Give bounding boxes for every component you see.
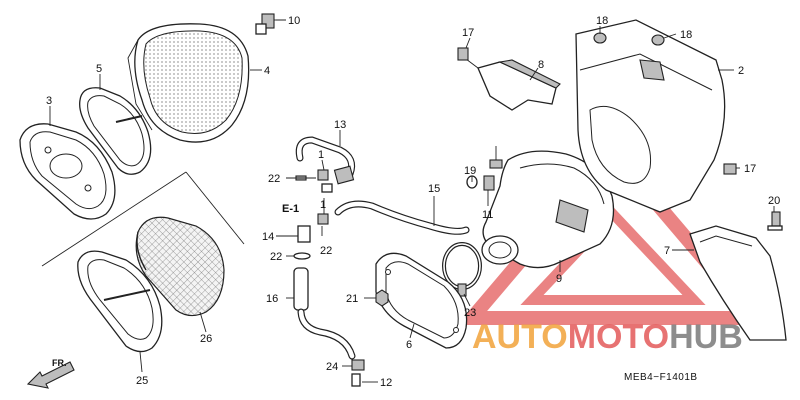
part-23-clamp-band xyxy=(442,242,482,297)
callout-22-top: 22 xyxy=(268,173,280,185)
part-16-drain-hose xyxy=(293,267,356,360)
callout-13: 13 xyxy=(334,119,346,131)
section-divider-line-2 xyxy=(185,171,245,245)
part-26-air-filter-element xyxy=(135,216,225,317)
callout-9: 9 xyxy=(556,273,562,285)
callout-21: 21 xyxy=(346,293,358,305)
part-3-air-cleaner-housing xyxy=(19,123,116,220)
callout-22-low: 22 xyxy=(270,251,282,263)
callout-2: 2 xyxy=(738,65,744,77)
part-25-filter-holder-frame xyxy=(77,250,163,353)
callout-16: 16 xyxy=(266,293,278,305)
clip-fittings xyxy=(293,169,365,387)
watermark-part-hub: HUB xyxy=(669,318,743,356)
callout-24: 24 xyxy=(326,361,338,373)
part-21-nut xyxy=(375,289,389,307)
part-5-gasket-frame xyxy=(79,87,152,175)
part-8-mounting-bracket xyxy=(461,55,561,111)
callout-19: 19 xyxy=(464,165,476,177)
part-17-bolts xyxy=(457,47,737,175)
part-7-cover-plate xyxy=(689,225,787,341)
callout-5: 5 xyxy=(96,63,102,75)
callout-12: 12 xyxy=(380,377,392,389)
svg-text:AUTOMOTOHUB: AUTOMOTOHUB xyxy=(472,318,743,356)
callout-4: 4 xyxy=(264,65,270,77)
part-15-drain-tube xyxy=(334,200,470,235)
callout-10: 10 xyxy=(288,15,300,27)
callout-18-left: 18 xyxy=(596,15,608,27)
callout-17-top: 17 xyxy=(462,27,474,39)
callout-8: 8 xyxy=(538,59,544,71)
callout-6: 6 xyxy=(406,339,412,351)
callout-25: 25 xyxy=(136,375,148,387)
callout-20: 20 xyxy=(768,195,780,207)
watermark-part-auto: AUTO xyxy=(472,318,568,356)
callout-14: 14 xyxy=(262,231,274,243)
callout-23: 23 xyxy=(464,307,476,319)
front-direction-arrow: FR. xyxy=(26,358,75,389)
callout-15: 15 xyxy=(428,183,440,195)
watermark-part-moto: MOTO xyxy=(568,318,669,356)
callout-18-right: 18 xyxy=(680,29,692,41)
callout-22-mid: 22 xyxy=(320,245,332,257)
callout-1-left: 1 xyxy=(318,149,324,161)
part-4-air-cleaner-cover xyxy=(127,23,250,143)
part-20-screw xyxy=(767,211,783,231)
part-6-gasket-plate xyxy=(375,252,468,349)
callout-1-mid: 1 xyxy=(320,199,326,211)
part-10-screw xyxy=(255,13,286,35)
callout-26: 26 xyxy=(200,333,212,345)
diagram-code: MEB4−F1401B xyxy=(624,372,698,383)
callout-11: 11 xyxy=(482,209,493,221)
watermark-logo-text: AUTOMOTOHUB xyxy=(472,318,743,356)
part-13-breather-tube xyxy=(295,136,356,185)
part-9-air-funnel xyxy=(481,150,615,269)
callout-17-right: 17 xyxy=(744,163,756,175)
leader-lines xyxy=(49,19,775,383)
callout-7: 7 xyxy=(664,245,670,257)
group-label-e1: E-1 xyxy=(282,203,299,215)
section-divider-line xyxy=(41,171,187,267)
callout-numbers: 10 4 5 3 13 22 22 22 1 1 14 16 24 12 15 … xyxy=(46,15,780,389)
front-direction-label: FR. xyxy=(52,358,67,368)
part-2-air-box-housing xyxy=(575,19,726,213)
callout-3: 3 xyxy=(46,95,52,107)
